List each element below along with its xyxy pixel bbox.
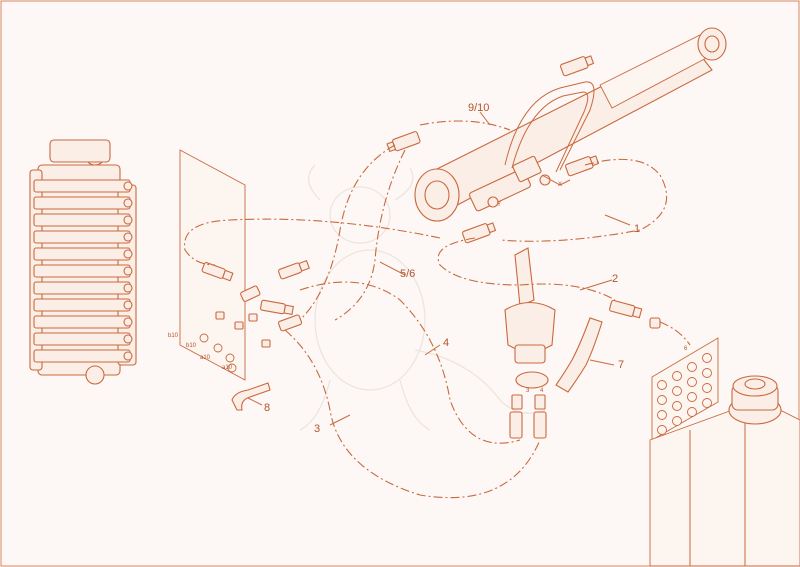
- port-label-y: Y: [497, 202, 501, 208]
- valve-slice: [33, 315, 131, 329]
- plate-hole: [687, 362, 697, 372]
- valve-slice: [33, 179, 131, 193]
- watermark-mascot: [299, 164, 546, 431]
- leader-lines: [247, 111, 631, 426]
- valve-slice: [33, 281, 131, 295]
- hydraulic-tank: [649, 375, 800, 567]
- valve-port: [123, 249, 133, 259]
- port-label-x: X: [558, 182, 562, 188]
- callout-8: 8: [264, 402, 270, 414]
- hose-7: [555, 317, 603, 393]
- port-label-3: 3: [526, 388, 530, 394]
- control-valve-block: [29, 139, 137, 385]
- plate-hole: [672, 386, 682, 396]
- fitting-2: [609, 299, 643, 319]
- port-label-4: 4: [540, 388, 544, 394]
- plate-hole: [702, 368, 712, 378]
- valve-port: [123, 300, 133, 310]
- valve-slice: [33, 349, 131, 363]
- fitting-6: [649, 317, 661, 329]
- callout-1: 1: [634, 223, 640, 235]
- plate-hole: [702, 383, 712, 393]
- plate-hole: [657, 395, 667, 405]
- valve-port: [123, 232, 133, 242]
- plate-hole: [672, 401, 682, 411]
- valve-port: [123, 198, 133, 208]
- plate-hole: [687, 377, 697, 387]
- cylinder-fittings: [386, 55, 600, 244]
- callout-7: 7: [618, 359, 624, 371]
- valve-port: [123, 266, 133, 276]
- callout-2: 2: [612, 273, 618, 285]
- valve-slice: [33, 247, 131, 261]
- plate-fittings: [201, 259, 310, 348]
- plate-hole: [657, 410, 667, 420]
- port-label-a10-2: a10: [222, 365, 233, 371]
- plate-hole: [687, 407, 697, 417]
- valve-port: [123, 351, 133, 361]
- plate-hole: [672, 371, 682, 381]
- plate-hole: [657, 425, 667, 435]
- port-label-b10: b10: [168, 333, 179, 339]
- valve-slice: [33, 332, 131, 346]
- plate-hole: [702, 353, 712, 363]
- valve-port: [123, 317, 133, 327]
- callout-4: 4: [443, 337, 449, 349]
- valve-slice: [33, 298, 131, 312]
- plate-hole: [672, 416, 682, 426]
- hydraulic-cylinder: [414, 27, 727, 222]
- port-label-a10: a10: [200, 355, 211, 361]
- valve-port: [123, 215, 133, 225]
- callout-5-6: 5/6: [400, 268, 415, 280]
- hose-8: [231, 382, 271, 411]
- callout-3: 3: [314, 423, 320, 435]
- port-label-6: 6: [684, 346, 688, 352]
- pilot-joystick: [504, 247, 556, 439]
- valve-port: [123, 283, 133, 293]
- perforated-plate: [651, 337, 719, 441]
- valve-port: [123, 181, 133, 191]
- valve-port: [123, 334, 133, 344]
- callout-9-10: 9/10: [468, 102, 489, 114]
- port-label-b10-2: b10: [186, 343, 197, 349]
- plate-hole: [657, 380, 667, 390]
- valve-slice: [33, 213, 131, 227]
- plate-hole: [687, 392, 697, 402]
- valve-slice: [33, 264, 131, 278]
- valve-slice: [33, 230, 131, 244]
- hose-routings: [184, 120, 691, 499]
- valve-slice: [33, 196, 131, 210]
- plate-hole: [702, 398, 712, 408]
